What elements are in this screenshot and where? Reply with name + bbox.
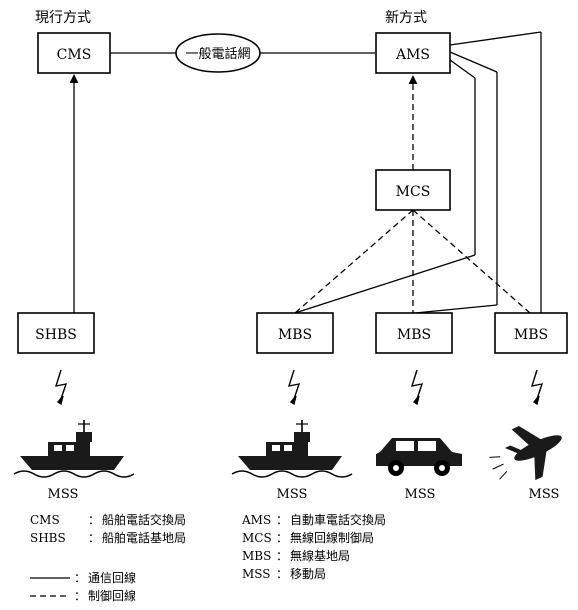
legend-abbr: MBS <box>242 549 271 563</box>
legend-dashed-label: 制御回線 <box>88 588 136 603</box>
legend-solid-label: 通信回線 <box>88 570 136 585</box>
radio-link-icon <box>291 396 296 404</box>
legend-abbr: AMS <box>241 513 271 527</box>
mbs3-ams-line-b <box>450 32 541 45</box>
ams-node: AMS <box>376 33 450 73</box>
mbs-2-label: MBS <box>397 327 431 343</box>
mbs-3-label: MBS <box>514 327 548 343</box>
legend-desc: 船舶電話基地局 <box>102 530 186 545</box>
radio-link-icon <box>56 370 66 402</box>
airplane-icon <box>481 412 574 495</box>
legend-desc: 無線回線制御局 <box>290 530 374 545</box>
legend-abbr: MCS <box>242 531 272 545</box>
shbs-node: SHBS <box>18 313 94 353</box>
mcs-node: MCS <box>376 170 450 210</box>
radio-link-icon <box>289 370 299 402</box>
legend-sep: ： <box>74 571 86 585</box>
mbs2-ams-line-a <box>415 305 497 313</box>
cms-label: CMS <box>57 47 92 63</box>
mcs-mbs3-line <box>413 210 530 313</box>
mss-label: MSS <box>405 487 436 502</box>
car-icon <box>376 438 462 476</box>
mss-label: MSS <box>277 487 308 502</box>
legend-sep: ： <box>88 531 100 545</box>
legend-sep: ： <box>276 531 288 545</box>
legend-sep: ： <box>276 567 288 581</box>
legend-abbr-left: CMS ： 船舶電話交換局 SHBS ： 船舶電話基地局 <box>30 512 186 545</box>
legend-sep: ： <box>88 513 100 527</box>
network-label: 一般電話網 <box>185 46 250 62</box>
cms-node: CMS <box>38 33 110 73</box>
mbs1-ams-line-a <box>295 255 475 313</box>
legend-desc: 船舶電話交換局 <box>102 512 186 527</box>
mbs2-ams-line-c <box>450 52 497 72</box>
new-system-header: 新方式 <box>385 10 427 26</box>
mbs1-ams-line-c <box>450 60 475 78</box>
legend-sep: ： <box>74 589 86 603</box>
mbs-node-3: MBS <box>495 313 567 353</box>
legend-abbr: SHBS <box>30 531 66 545</box>
legend-sep: ： <box>276 513 288 527</box>
mbs-1-label: MBS <box>278 327 312 343</box>
legend-sep: ： <box>276 549 288 563</box>
legend-lines: ： 通信回線 ： 制御回線 <box>30 570 136 603</box>
shbs-label: SHBS <box>35 327 77 343</box>
radio-link-icon <box>534 396 539 404</box>
mbs-node-2: MBS <box>376 313 452 353</box>
legend-abbr: MSS <box>242 567 271 581</box>
ams-label: AMS <box>395 47 430 63</box>
radio-link-icon <box>532 370 542 402</box>
ship-icon <box>14 420 134 477</box>
ship-icon <box>232 420 352 477</box>
radio-link-icon <box>58 396 63 404</box>
mbs-node-1: MBS <box>257 313 333 353</box>
mcs-label: MCS <box>396 184 431 200</box>
current-system-header: 現行方式 <box>35 10 91 26</box>
mss-label: MSS <box>529 487 560 502</box>
radio-link-icon <box>414 396 419 404</box>
legend-abbr: CMS <box>30 513 60 527</box>
network-node: 一般電話網 <box>176 34 260 72</box>
legend-desc: 移動局 <box>290 567 326 581</box>
mcs-mbs1-line <box>295 210 413 313</box>
legend-desc: 無線基地局 <box>290 548 350 563</box>
mss-label: MSS <box>48 487 79 502</box>
radio-link-icon <box>412 370 422 402</box>
legend-abbr-right: AMS ： 自動車電話交換局 MCS ： 無線回線制御局 MBS ： 無線基地局… <box>241 512 386 581</box>
radio-links <box>56 370 542 404</box>
legend-desc: 自動車電話交換局 <box>290 512 386 527</box>
communication-lines <box>74 32 541 313</box>
